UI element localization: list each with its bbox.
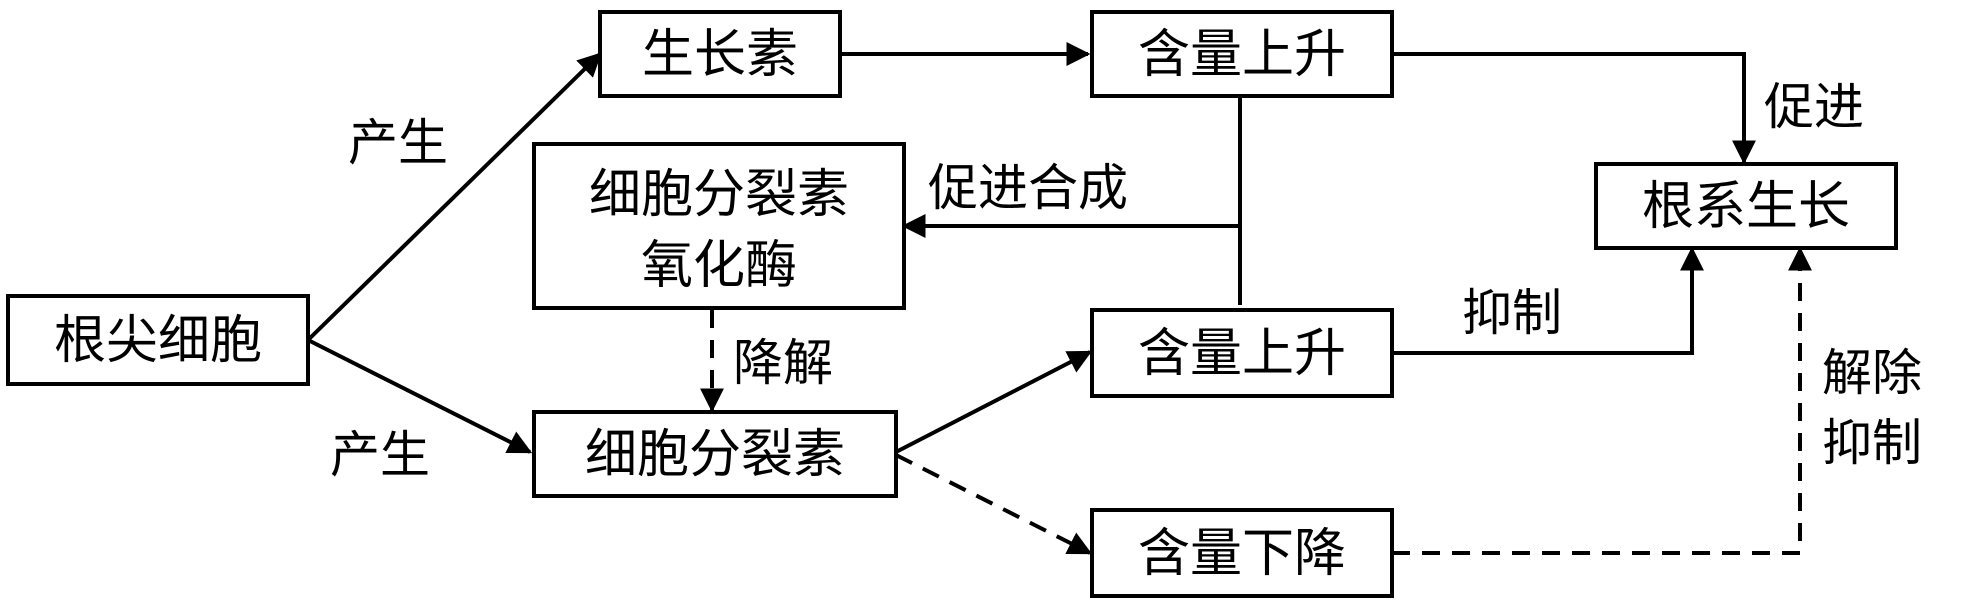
label-promote: 促进	[1764, 78, 1864, 136]
node-auxin-rise-box	[1090, 10, 1394, 98]
node-auxin-rise: 含量上升	[1138, 25, 1346, 85]
node-cko-line1: 细胞分裂素	[589, 165, 849, 225]
label-relieve-line1: 解除	[1822, 344, 1922, 402]
label-produce-top: 产生	[348, 114, 448, 172]
node-cko-box	[532, 142, 906, 310]
node-cyto-rise-box	[1090, 308, 1394, 398]
node-root-growth-box	[1594, 162, 1898, 250]
node-root-cell: 根尖细胞	[54, 311, 262, 371]
node-auxin-box	[598, 10, 842, 98]
edge-root-to-cytokinin	[307, 338, 533, 454]
node-root-cell-box	[6, 294, 310, 386]
node-cyto-fall-box	[1090, 508, 1394, 598]
node-cyto-rise: 含量上升	[1138, 324, 1346, 384]
label-inhibit: 抑制	[1462, 284, 1562, 342]
node-cyto-fall: 含量下降	[1138, 524, 1346, 584]
node-cko-line2: 氧化酶	[641, 236, 797, 296]
edge-cytokinin-to-rise	[895, 350, 1093, 454]
label-produce-bottom: 产生	[330, 426, 430, 484]
node-cytokinin-box	[532, 410, 898, 498]
edge-cyto-rise-to-root-growth	[1392, 246, 1704, 355]
edge-root-to-auxin	[306, 52, 602, 342]
label-promote-synthesis: 促进合成	[928, 159, 1128, 217]
edge-cytokinin-to-fall	[895, 453, 1093, 555]
edge-cyto-fall-to-root-growth	[1392, 246, 1812, 555]
edge-auxin-rise-to-root-growth	[1392, 52, 1756, 165]
label-relieve-line2: 抑制	[1822, 414, 1922, 472]
node-auxin: 生长素	[642, 25, 798, 85]
label-degrade: 降解	[733, 334, 833, 392]
node-root-growth: 根系生长	[1642, 177, 1850, 237]
node-cytokinin: 细胞分裂素	[585, 425, 845, 485]
